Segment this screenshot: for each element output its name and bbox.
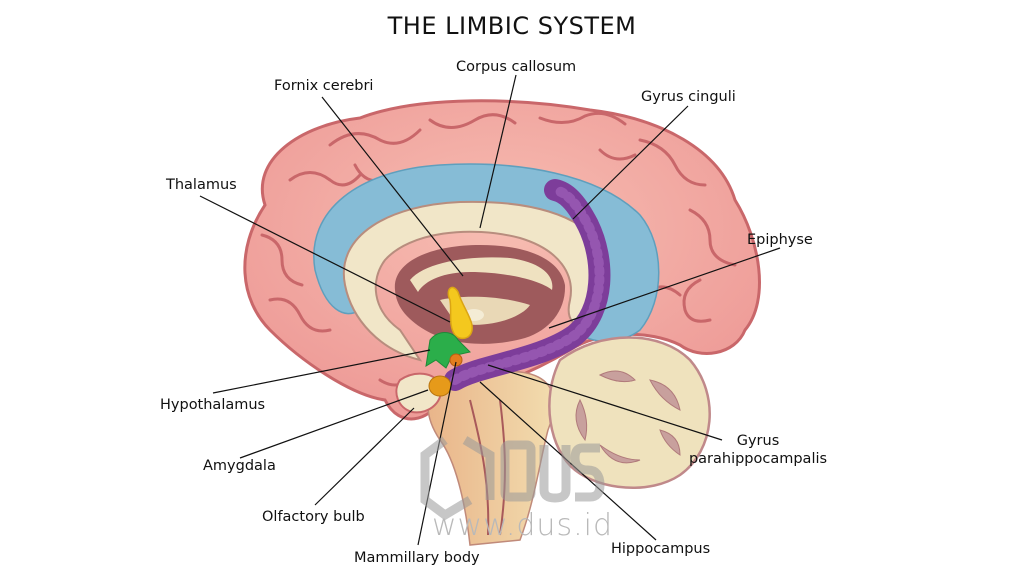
label-gyrus-cinguli: Gyrus cinguli xyxy=(641,89,736,105)
diagram-title: THE LIMBIC SYSTEM xyxy=(387,12,637,40)
label-gyrus-parahippocampalis-line2: parahippocampalis xyxy=(688,451,828,467)
label-amygdala: Amygdala xyxy=(203,458,276,474)
corpus-callosum-shape xyxy=(342,200,610,362)
label-gyrus-parahippocampalis: Gyrus parahippocampalis xyxy=(688,432,828,468)
thalamus-shape xyxy=(447,286,473,340)
label-thalamus: Thalamus xyxy=(166,177,237,193)
label-corpus-callosum: Corpus callosum xyxy=(456,59,577,75)
label-gyrus-parahippocampalis-line1: Gyrus xyxy=(736,433,780,449)
label-olfactory-bulb: Olfactory bulb xyxy=(262,509,365,525)
label-epiphyse: Epiphyse xyxy=(747,232,813,248)
label-mammillary-body: Mammillary body xyxy=(354,550,480,566)
amygdala-shape xyxy=(428,375,452,397)
watermark-logo xyxy=(420,436,605,521)
label-hypothalamus: Hypothalamus xyxy=(160,397,266,413)
label-hippocampus: Hippocampus xyxy=(611,541,711,557)
label-fornix-cerebri: Fornix cerebri xyxy=(274,78,374,94)
hypothalamus-shape xyxy=(425,332,471,369)
fornix-shape xyxy=(410,257,553,292)
watermark-url: www.dus.id xyxy=(432,508,613,543)
mammillary-body-shape xyxy=(449,353,463,367)
gyri-folds xyxy=(260,111,737,387)
